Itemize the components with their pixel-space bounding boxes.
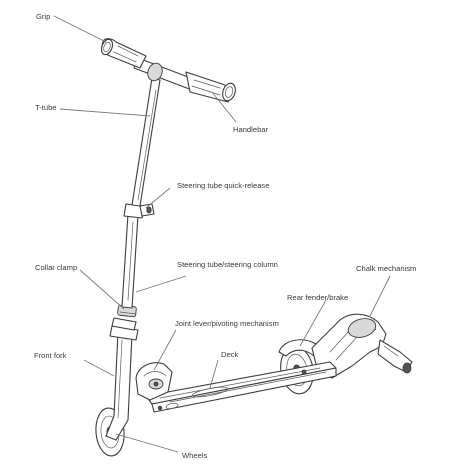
deck-body	[145, 361, 337, 413]
grip-left	[100, 38, 147, 69]
label-steering-column: Steering tube/steering column	[177, 260, 278, 269]
front-fork-leader	[83, 359, 115, 377]
quick-release	[123, 203, 155, 219]
label-grip: Grip	[36, 12, 50, 21]
quick-release-leader	[145, 187, 171, 209]
label-joint-lever: Joint lever/pivoting mechanism	[175, 319, 279, 328]
label-collar-clamp: Collar clamp	[35, 263, 77, 272]
wheels-leader	[115, 433, 179, 453]
deck-leader	[209, 359, 219, 389]
label-rear-fender-brake: Rear fender/brake	[287, 293, 348, 302]
t-tube-leader	[59, 108, 151, 117]
label-front-fork: Front fork	[34, 351, 67, 360]
t-tube-body	[131, 77, 161, 207]
steering-column	[121, 213, 139, 309]
label-t-tube: T-tube	[35, 103, 57, 112]
labels: Grip T-tube Handlebar Steering tube quic…	[34, 12, 416, 460]
label-handlebar: Handlebar	[233, 125, 269, 134]
joint-lever-leader	[153, 329, 177, 371]
joint-lever	[135, 362, 173, 401]
grip-leader	[53, 15, 107, 43]
scooter-illustration	[95, 38, 413, 457]
label-deck: Deck	[221, 350, 239, 359]
leader-lines	[53, 15, 391, 453]
collar-clamp-leader	[79, 269, 125, 310]
chalk-leader	[369, 275, 391, 317]
handlebar-leader	[211, 91, 237, 123]
rear-fender-leader	[299, 299, 327, 347]
front-fork	[105, 317, 139, 441]
label-quick-release: Steering tube quick-release	[177, 181, 269, 190]
label-wheels: Wheels	[182, 451, 208, 460]
grip-right	[185, 71, 236, 103]
label-chalk-mechanism: Chalk mechanism	[356, 264, 416, 273]
steering-column-leader	[135, 275, 187, 293]
